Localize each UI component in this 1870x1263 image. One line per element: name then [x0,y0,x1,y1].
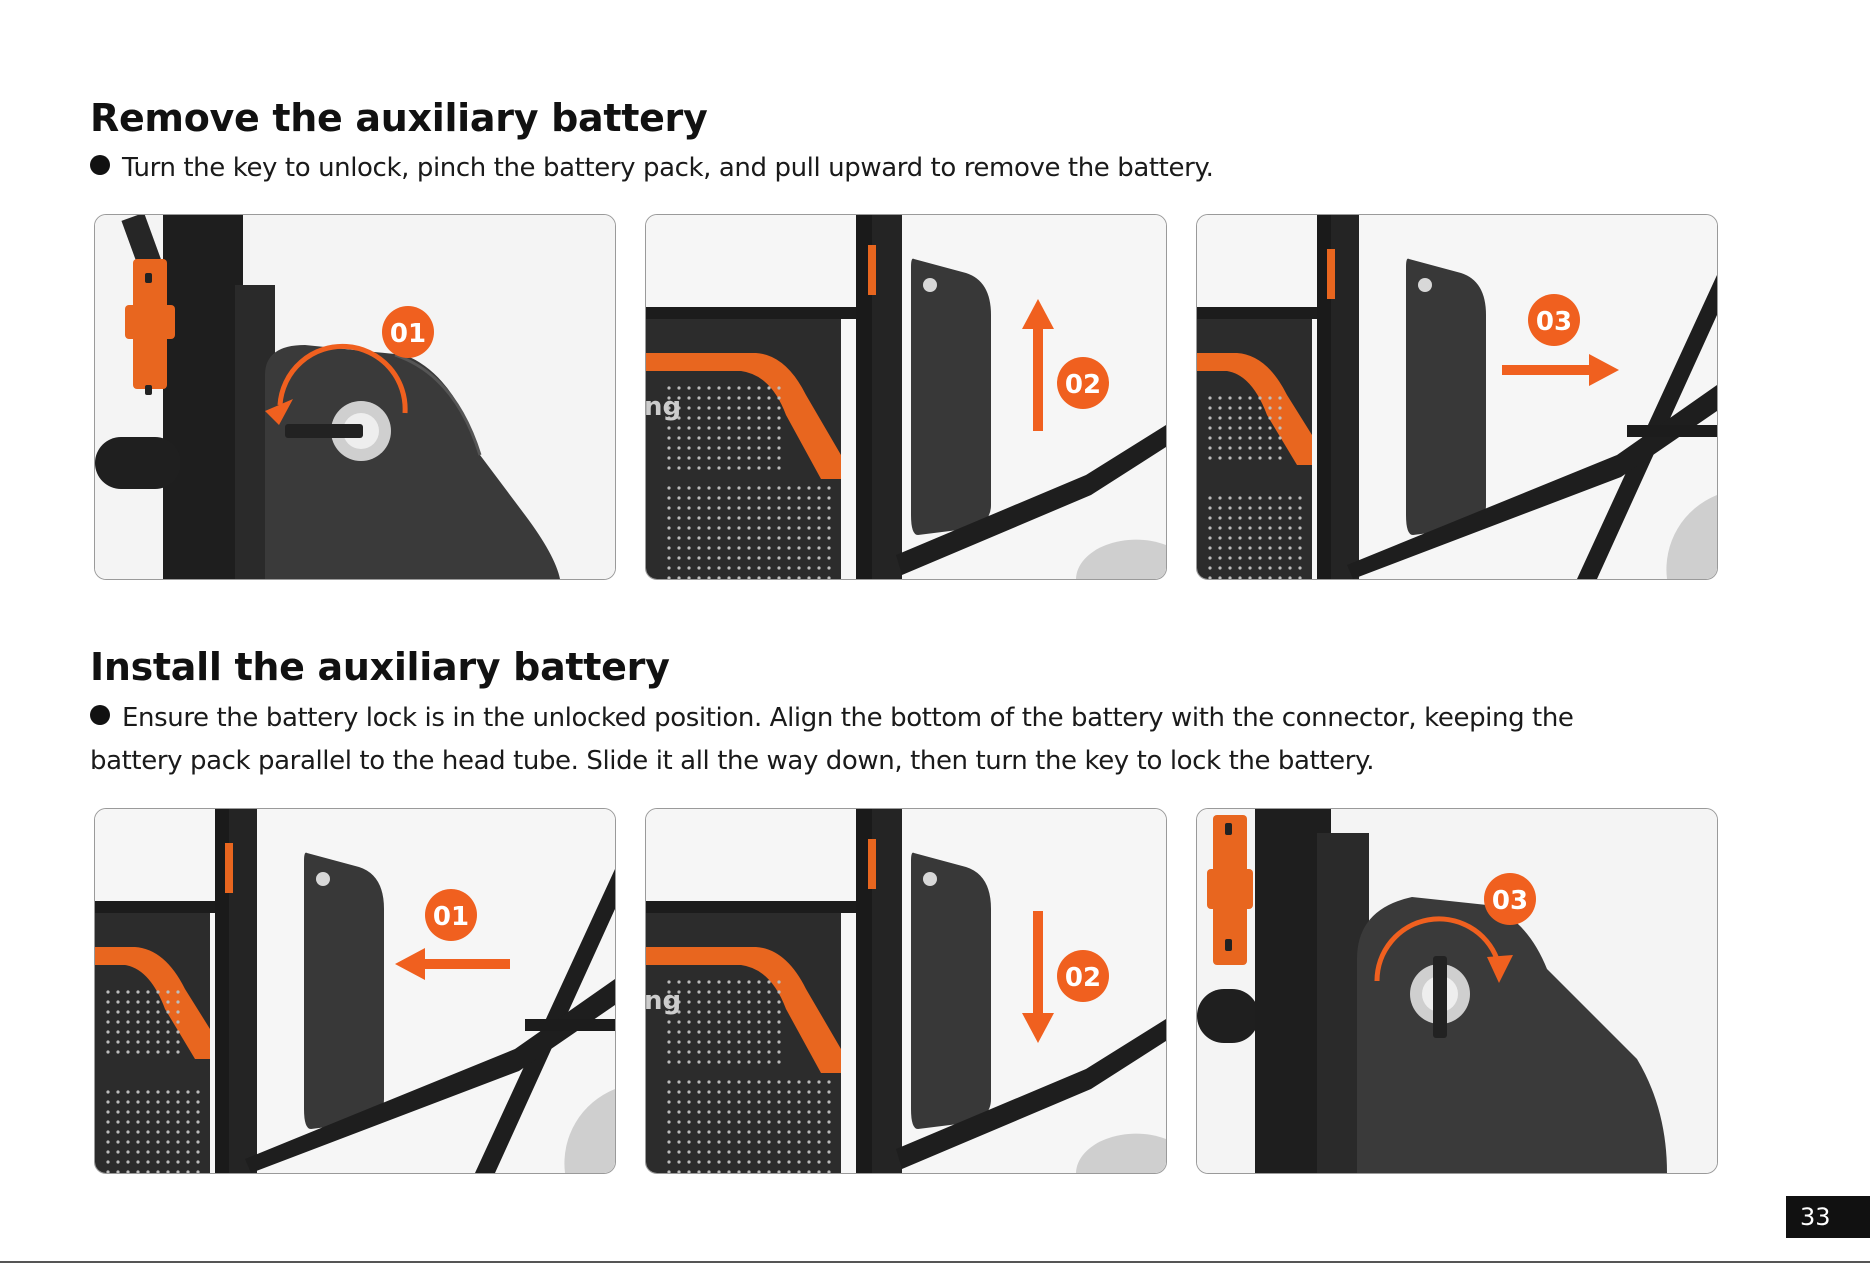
bullet-icon [90,155,110,175]
brand-logo-fragment: ng [646,392,681,422]
install-step-1-illustration: 01 [94,808,616,1174]
step-badge-label: 02 [1065,370,1101,400]
auxiliary-battery [1406,258,1486,535]
step-badge-label: 01 [433,902,469,932]
step-badge [382,306,434,358]
remove-instruction: Turn the key to unlock, pinch the batter… [90,147,1214,190]
auxiliary-battery [304,852,384,1129]
up-arrow-icon [1033,325,1043,431]
curved-arrow-icon [1374,916,1500,982]
step-badge-label: 03 [1536,307,1572,337]
curved-arrow-icon [277,343,408,414]
remove-step-3-illustration: 03 [1196,214,1718,580]
down-arrow-icon [1033,911,1043,1017]
step-badge [425,889,477,941]
step-badge-label: 01 [390,319,426,349]
remove-instruction-text: Turn the key to unlock, pinch the batter… [122,153,1214,183]
step-badge [1057,357,1109,409]
step-badge [1057,950,1109,1002]
install-instruction-line1: Ensure the battery lock is in the unlock… [90,697,1574,740]
auxiliary-battery [911,852,991,1129]
install-section-title: Install the auxiliary battery [90,645,670,689]
step-badge [1484,873,1536,925]
footer-rule [0,1261,1870,1263]
install-instruction-text-1: Ensure the battery lock is in the unlock… [122,703,1574,733]
step-badge-label: 02 [1065,963,1101,993]
remove-step-1-illustration: 01 [94,214,616,580]
left-arrow-icon [420,959,510,969]
brand-logo-fragment: ng [646,986,681,1016]
key-icon [285,424,363,438]
bullet-icon [90,705,110,725]
step-badge-label: 03 [1492,886,1528,916]
remove-step-2-illustration: ng 02 [645,214,1167,580]
key-icon [1433,956,1447,1038]
page-number: 33 [1786,1196,1870,1238]
right-arrow-icon [1502,365,1592,375]
install-step-3-illustration: 03 [1196,808,1718,1174]
remove-section-title: Remove the auxiliary battery [90,96,708,140]
auxiliary-battery [911,258,991,535]
install-instruction-line2: battery pack parallel to the head tube. … [90,746,1375,776]
step-badge [1528,294,1580,346]
install-step-2-illustration: ng 02 [645,808,1167,1174]
